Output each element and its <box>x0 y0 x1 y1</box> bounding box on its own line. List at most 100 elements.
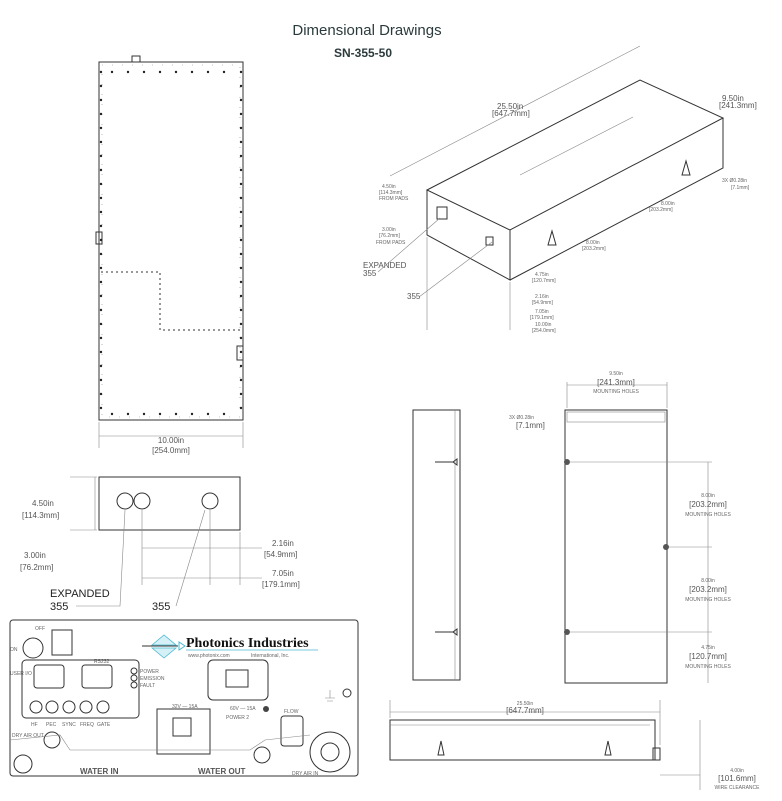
screw-dot <box>190 70 194 74</box>
panel-user-io: USER I/O <box>10 671 32 677</box>
screw-dot <box>239 238 243 242</box>
screw-dot <box>99 238 103 242</box>
screw-dot <box>99 336 103 340</box>
screw-dot <box>190 412 194 416</box>
svg-text:Photonics Industries: Photonics Industries <box>186 636 309 651</box>
bv-m2-mm: [203.2mm] <box>689 585 727 594</box>
screw-dot <box>239 182 243 186</box>
screw-dot <box>99 308 103 312</box>
side-view-drawing <box>412 409 461 681</box>
screw-dot <box>239 364 243 368</box>
screw-dot <box>99 406 103 410</box>
port-gate: GATE <box>97 722 111 728</box>
port-freq: FREQ <box>80 722 94 728</box>
screw-dot <box>99 112 103 116</box>
screw-dot <box>126 412 130 416</box>
top-width-in: 10.00in <box>158 436 184 445</box>
screw-dot <box>239 252 243 256</box>
end-height-mm: [114.3mm] <box>22 511 59 520</box>
panel-32v: 32V — 15A <box>172 704 198 710</box>
screw-dot <box>99 350 103 354</box>
screw-dot <box>239 350 243 354</box>
screw-dot <box>206 412 210 416</box>
bv-width-in: 9.50in <box>609 371 623 377</box>
screw-dot <box>174 70 178 74</box>
iso-length-mm: [647.7mm] <box>492 109 530 118</box>
iso-m3-in: 4.75in <box>535 272 549 278</box>
screw-dot <box>99 392 103 396</box>
panel-off: OFF <box>35 626 45 632</box>
iso-m2-in: 8.00in <box>586 240 600 246</box>
bv-m3-mm: [120.7mm] <box>689 652 727 661</box>
iso-d1-in: 2.16in <box>535 294 549 300</box>
screw-dot <box>222 70 226 74</box>
iso-conn-mm: [76.2mm] <box>379 233 400 239</box>
bv-m2-note: MOUNTING HOLES <box>685 597 731 603</box>
screw-dot <box>239 308 243 312</box>
panel-flow: FLOW <box>284 709 299 715</box>
panel-dry-air-out: DRY AIR OUT <box>12 733 44 739</box>
screw-dot <box>158 412 162 416</box>
screw-dot <box>99 280 103 284</box>
screw-dot <box>239 294 243 298</box>
page-title: Dimensional Drawings <box>292 22 442 39</box>
end-355-label: 355 <box>152 601 170 613</box>
bv-m1-note: MOUNTING HOLES <box>685 512 731 518</box>
screw-dot <box>99 84 103 88</box>
end-d1-in: 2.16in <box>272 539 294 548</box>
isometric-drawing: 25.50in [647.7mm] 9.50in [241.3mm] 4.50i… <box>363 45 757 334</box>
iso-d2-mm: [179.1mm] <box>530 315 554 321</box>
panel-water-out: WATER OUT <box>198 767 246 776</box>
panel-dry-air-in: DRY AIR IN <box>292 771 319 777</box>
end-view-drawing: 4.50in [114.3mm] 3.00in [76.2mm] 2.16in … <box>20 476 300 613</box>
screw-dot <box>239 98 243 102</box>
iso-expanded-num: 355 <box>363 269 377 278</box>
end-conn-mm: [76.2mm] <box>20 563 53 572</box>
bv-m1-in: 8.00in <box>701 493 715 499</box>
screw-dot <box>239 336 243 340</box>
iso-width-in: 9.50in <box>722 94 744 103</box>
iso-expanded-label: EXPANDED <box>363 261 407 270</box>
bv-width-mm: [241.3mm] <box>597 378 635 387</box>
screw-dot <box>99 182 103 186</box>
svg-text:International, Inc.: International, Inc. <box>251 653 289 659</box>
front-panel-drawing: ON OFF RS232 USER I/O HF PEC SYNC FREQ G… <box>9 619 359 777</box>
port-sync: SYNC <box>62 722 76 728</box>
top-width-mm: [254.0mm] <box>152 446 190 455</box>
iso-d3-mm: [254.0mm] <box>532 328 556 334</box>
screw-dot <box>174 412 178 416</box>
screw-dot <box>99 294 103 298</box>
iso-conn-in: 3.00in <box>382 227 396 233</box>
bv-hole-mm: [7.1mm] <box>516 421 545 430</box>
screw-dot <box>110 70 114 74</box>
end-height-in: 4.50in <box>32 499 54 508</box>
screw-dot <box>99 266 103 270</box>
end-d2-mm: [179.1mm] <box>262 580 300 589</box>
bv-hole-note: 3X Ø0.28in <box>509 415 534 421</box>
screw-dot <box>142 70 146 74</box>
end-d2-in: 7.05in <box>272 569 294 578</box>
port-pec: PEC <box>46 722 57 728</box>
iso-d3-in: 10.00in <box>535 322 552 328</box>
screw-dot <box>239 406 243 410</box>
screw-dot <box>239 224 243 228</box>
screw-dot <box>239 70 243 74</box>
led-power: POWER <box>140 669 159 675</box>
screw-dot <box>239 210 243 214</box>
panel-60v: 60V — 15A <box>230 706 256 712</box>
port-circles <box>29 700 110 714</box>
screw-dot <box>99 70 103 74</box>
screw-dot <box>239 266 243 270</box>
end-d1-mm: [54.9mm] <box>264 550 297 559</box>
sv-wc-in: 4.00in <box>730 768 744 774</box>
screw-dot <box>99 322 103 326</box>
iso-hole-note: 3X Ø0.28in <box>722 178 747 184</box>
screw-dot <box>99 168 103 172</box>
screw-dot <box>239 280 243 284</box>
iso-width-mm: [241.3mm] <box>719 101 757 110</box>
iso-d1-mm: [54.9mm] <box>532 300 553 306</box>
iso-height-mm: [114.3mm] <box>379 190 403 196</box>
screw-dot <box>99 378 103 382</box>
screw-dot <box>99 252 103 256</box>
